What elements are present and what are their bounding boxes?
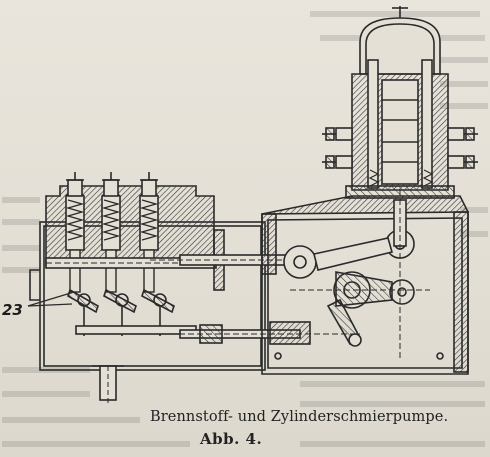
cylinder-lubricator [322, 6, 478, 199]
figure-caption: Brennstoff- und Zylinderschmierpumpe. [150, 409, 449, 425]
crank-housing [261, 190, 469, 375]
connecting-rod [150, 254, 360, 345]
callout-leader-lines [27, 291, 75, 307]
part-callout-number: 23 [2, 301, 23, 319]
fuel-pump-housing [29, 172, 266, 404]
figure-number: Abb. 4. [200, 430, 263, 448]
